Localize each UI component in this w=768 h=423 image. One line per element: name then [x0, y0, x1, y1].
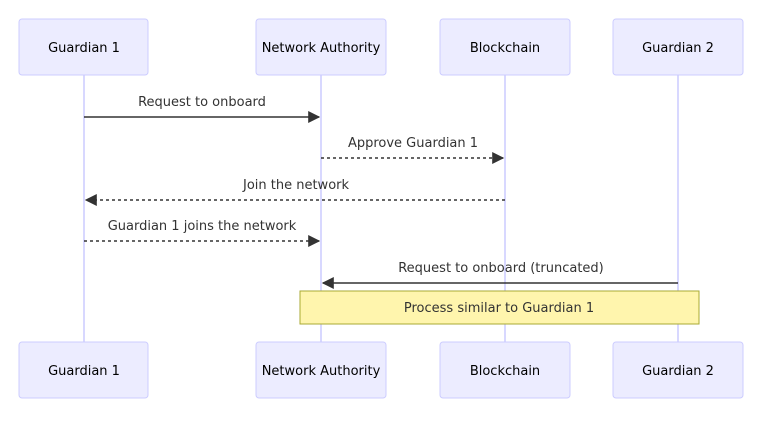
- actor-bottom-blockchain: Blockchain: [439, 341, 571, 399]
- message-approve-guardian-1: Approve Guardian 1: [321, 136, 505, 164]
- actor-label: Guardian 1: [48, 364, 120, 379]
- message-label: Approve Guardian 1: [348, 136, 478, 151]
- actor-bottom-guardian-1: Guardian 1: [18, 341, 149, 399]
- actor-label: Blockchain: [470, 41, 540, 56]
- actor-label: Guardian 2: [642, 41, 714, 56]
- message-label: Join the network: [242, 178, 350, 193]
- actor-top-network-authority: Network Authority: [255, 18, 387, 76]
- actor-top-guardian-2: Guardian 2: [612, 18, 744, 76]
- actor-label: Guardian 1: [48, 41, 120, 56]
- actor-bottom-guardian-2: Guardian 2: [612, 341, 744, 399]
- actor-label: Guardian 2: [642, 364, 714, 379]
- actor-label: Network Authority: [262, 364, 381, 379]
- actor-label: Network Authority: [262, 41, 381, 56]
- message-join-the-network: Join the network: [84, 178, 505, 206]
- message-label: Request to onboard (truncated): [398, 261, 604, 276]
- message-label: Request to onboard: [138, 95, 266, 110]
- message-label: Guardian 1 joins the network: [108, 219, 297, 234]
- note-label: Process similar to Guardian 1: [404, 301, 594, 316]
- message-request-to-onboard: Request to onboard: [84, 95, 321, 123]
- note-process-similar: Process similar to Guardian 1: [299, 290, 700, 325]
- actor-bottom-network-authority: Network Authority: [255, 341, 387, 399]
- message-guardian-1-joins-the-network: Guardian 1 joins the network: [84, 219, 321, 247]
- message-request-to-onboard-truncated: Request to onboard (truncated): [321, 261, 678, 289]
- actor-top-guardian-1: Guardian 1: [18, 18, 149, 76]
- actor-top-blockchain: Blockchain: [439, 18, 571, 76]
- actor-label: Blockchain: [470, 364, 540, 379]
